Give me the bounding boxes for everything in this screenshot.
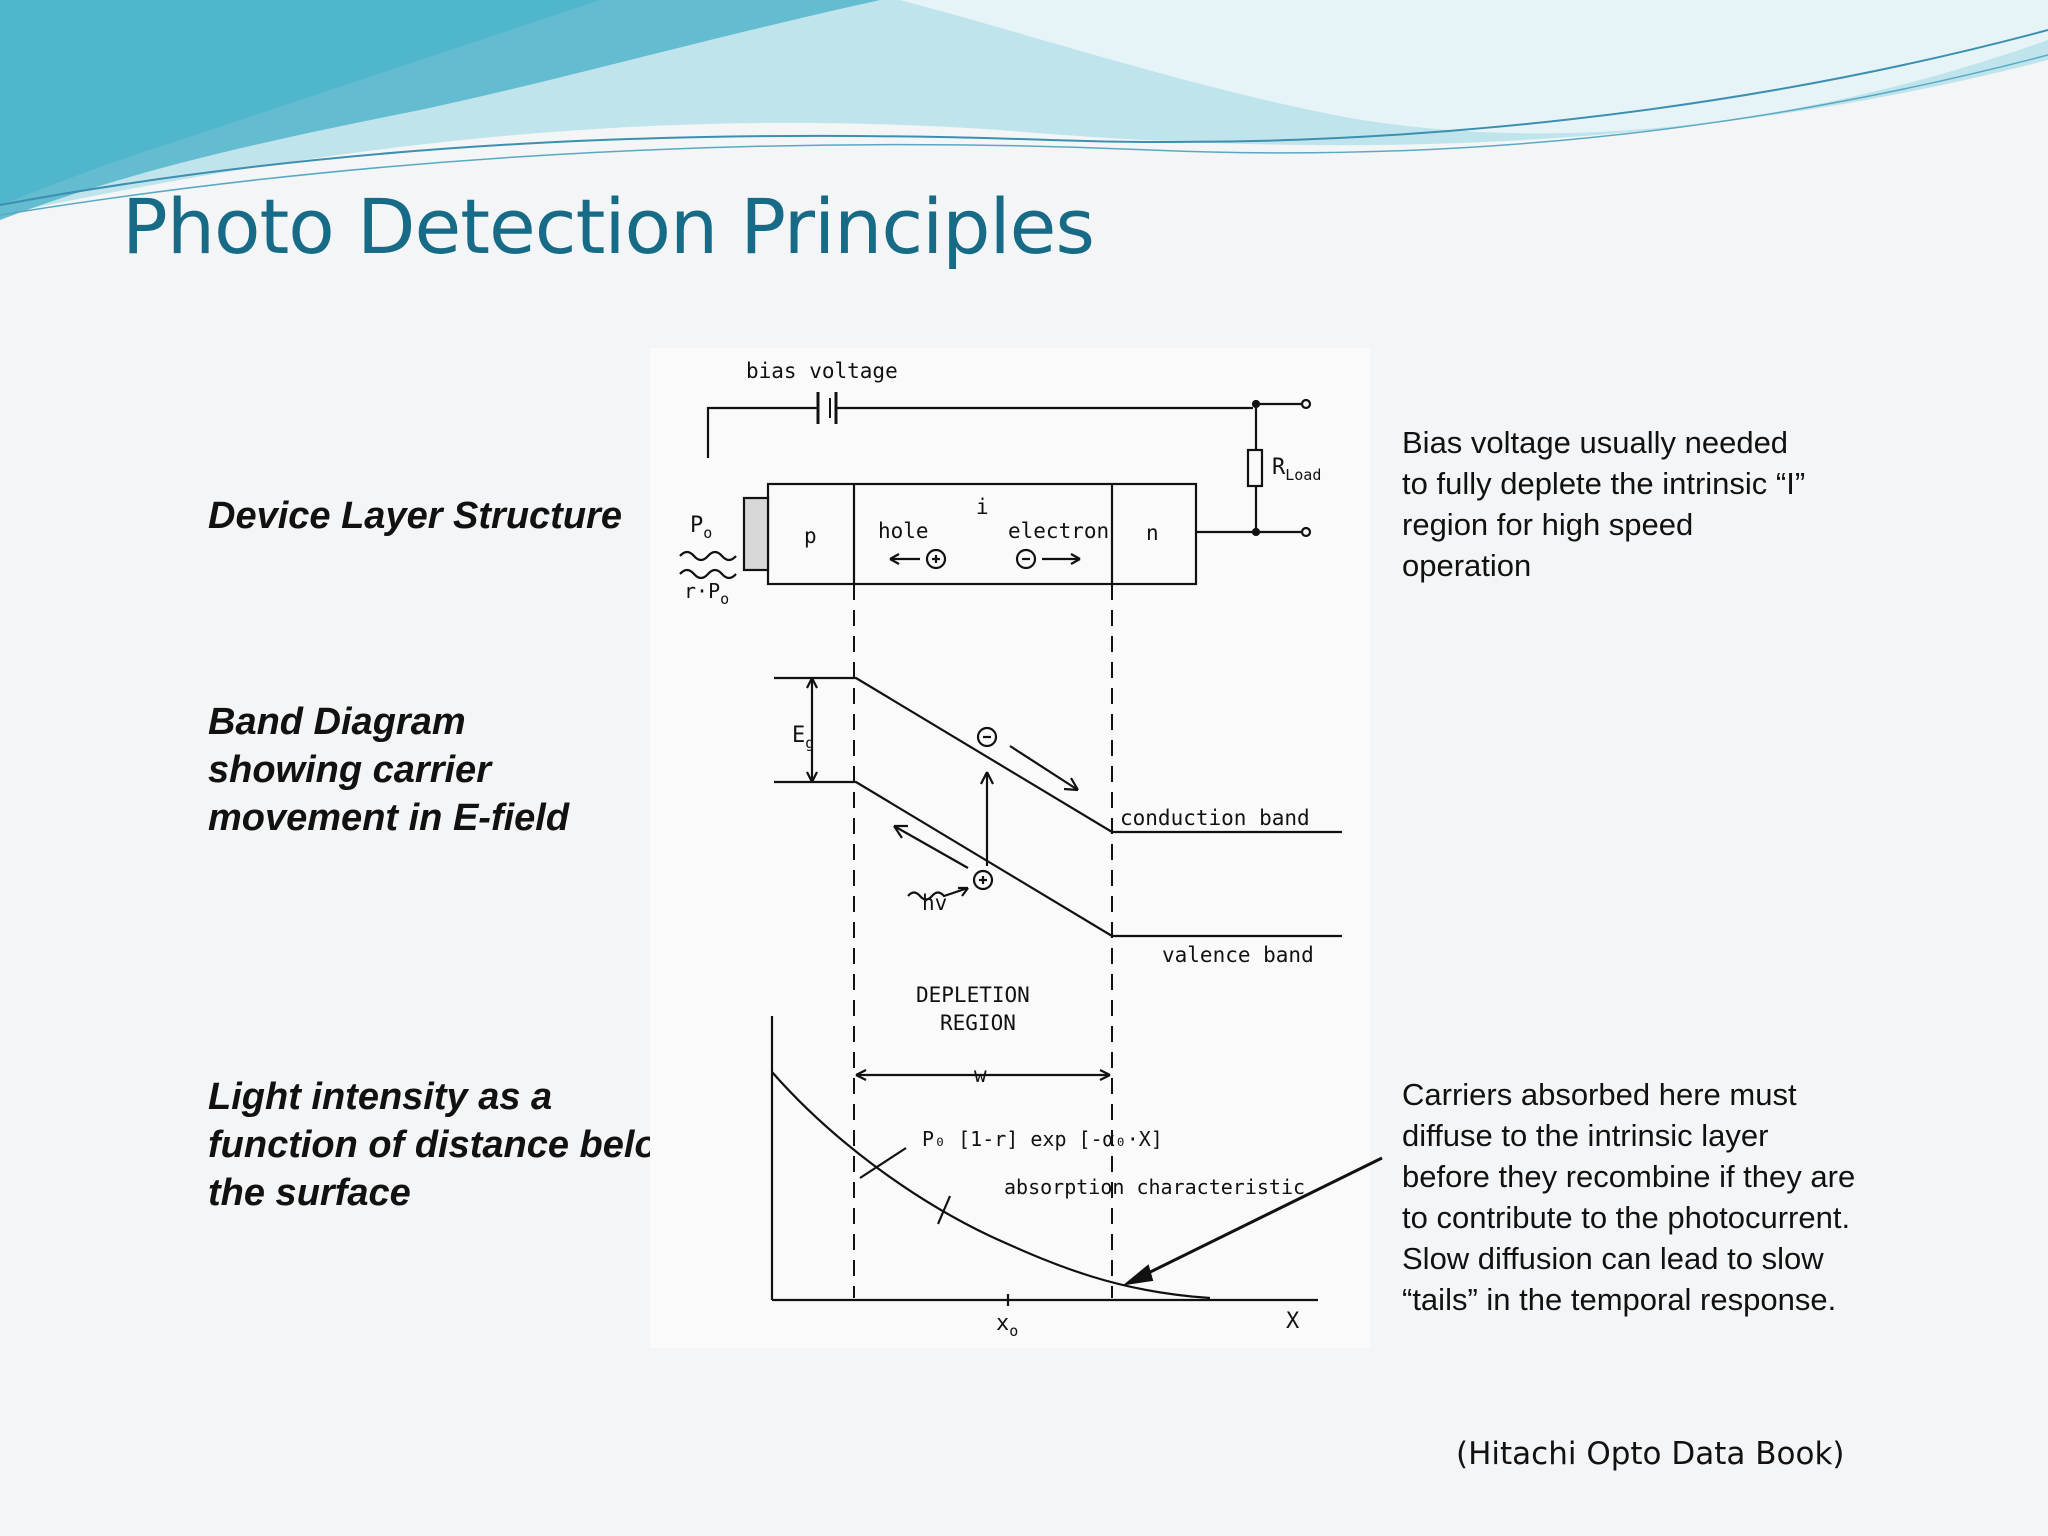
slide-title: Photo Detection Principles xyxy=(122,182,1095,271)
conduction-band-label: conduction band xyxy=(1120,806,1310,830)
note-line: before they recombine if they are xyxy=(1402,1159,1856,1194)
valence-band-label: valence band xyxy=(1162,943,1314,967)
incident-light-wave xyxy=(679,550,737,562)
r-load-label: RLoad xyxy=(1272,455,1321,484)
photon-wave xyxy=(907,886,969,901)
reflected-p0-label: r·Po xyxy=(684,579,729,608)
output-terminal xyxy=(1300,526,1312,538)
electron-label: electron xyxy=(1008,519,1109,543)
label-line: Device Layer Structure xyxy=(208,495,622,537)
width-label: w xyxy=(974,1063,987,1087)
absorption-label: absorption characteristic xyxy=(1004,1175,1305,1199)
absorption-leader xyxy=(936,1195,952,1225)
note-line: Slow diffusion can lead to slow xyxy=(1402,1241,1824,1276)
junction-dot xyxy=(1251,399,1261,409)
label-line: showing carrier xyxy=(208,749,491,791)
bias-voltage-label: bias voltage xyxy=(746,359,898,383)
note-line: diffuse to the intrinsic layer xyxy=(1402,1118,1769,1153)
note-line: region for high speed xyxy=(1402,507,1694,542)
note-line: Carriers absorbed here must xyxy=(1402,1077,1797,1112)
depletion-label-line1: DEPLETION xyxy=(916,983,1030,1007)
bias-wire xyxy=(706,406,818,458)
label-line: the surface xyxy=(208,1172,411,1214)
reflected-light-wave xyxy=(679,568,737,580)
electron-drift-arrow xyxy=(1009,745,1079,791)
hole-label: hole xyxy=(878,519,929,543)
photodiode-diagram: bias voltage RLoad Po r·Po p i n hole el… xyxy=(650,348,1370,1348)
valence-band-line xyxy=(774,780,1342,938)
formula-leader xyxy=(859,1147,907,1179)
label-device-layer-structure: Device Layer Structure xyxy=(208,492,622,540)
label-line: Light intensity as a xyxy=(208,1076,553,1118)
p-layer-label: p xyxy=(804,524,817,548)
note-line: to contribute to the photocurrent. xyxy=(1402,1200,1851,1235)
band-hole-symbol xyxy=(972,869,994,891)
note-line: Bias voltage usually needed xyxy=(1402,425,1789,460)
hv-label: hv xyxy=(922,891,947,915)
note-line: operation xyxy=(1402,548,1532,583)
band-electron-symbol xyxy=(976,726,998,748)
n-layer-label: n xyxy=(1146,521,1159,545)
depletion-label-line2: REGION xyxy=(940,1011,1016,1035)
source-citation: (Hitachi Opto Data Book) xyxy=(1456,1436,1845,1472)
x0-label: xo xyxy=(996,1311,1018,1340)
junction-dot xyxy=(1251,527,1261,537)
note-bias-voltage: Bias voltage usually needed to fully dep… xyxy=(1402,422,1805,586)
label-line: movement in E-field xyxy=(208,797,570,839)
label-line: Band Diagram xyxy=(208,701,466,743)
hole-drift-arrow xyxy=(893,825,969,869)
label-light-intensity: Light intensity as a function of distanc… xyxy=(208,1073,687,1217)
i-layer-label: i xyxy=(976,495,989,519)
note-line: “tails” in the temporal response. xyxy=(1402,1282,1837,1317)
electron-symbol xyxy=(1015,548,1037,570)
note-line: to fully deplete the intrinsic “I” xyxy=(1402,466,1806,501)
absorption-curve xyxy=(771,1071,1211,1300)
note-diffusion: Carriers absorbed here must diffuse to t… xyxy=(1402,1074,1855,1320)
label-band-diagram: Band Diagram showing carrier movement in… xyxy=(208,698,569,842)
eg-label: Eg xyxy=(792,723,814,752)
formula-label: P₀ [1-r] exp [-α₀·X] xyxy=(922,1127,1163,1151)
p0-label: Po xyxy=(690,513,712,542)
label-line: function of distance below xyxy=(208,1124,688,1166)
x-axis-label: X xyxy=(1286,1309,1300,1334)
header-wave-decoration xyxy=(0,0,2048,220)
conduction-band-line xyxy=(774,676,1342,834)
ar-coating xyxy=(742,496,770,572)
hole-symbol xyxy=(925,548,947,570)
